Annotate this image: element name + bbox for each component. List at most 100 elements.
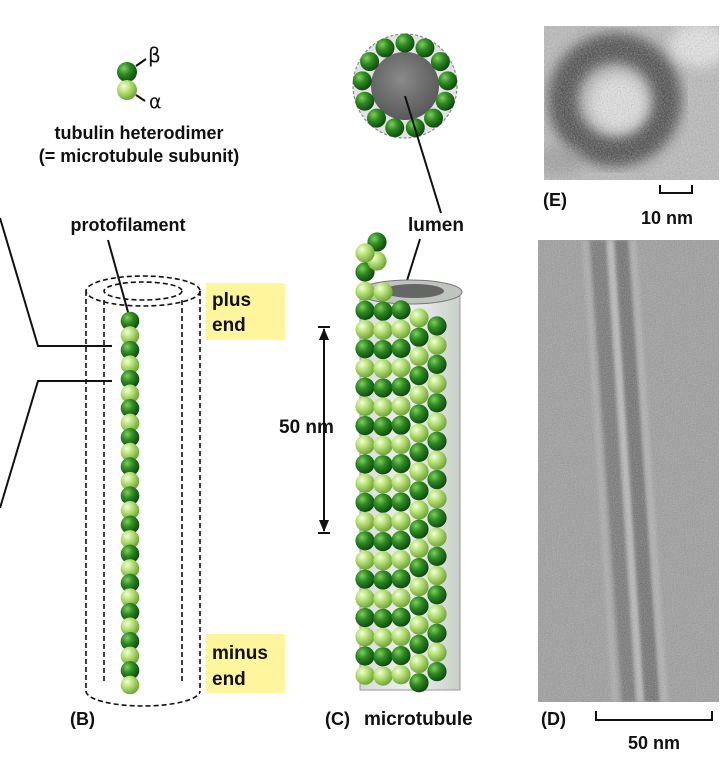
alpha-tubulin-subunit — [355, 243, 375, 263]
lattice-subunit-grid — [355, 232, 447, 693]
beta-tubulin-subunit — [373, 340, 393, 360]
alpha-tubulin-subunit — [373, 551, 393, 571]
beta-tubulin-subunit — [355, 454, 375, 474]
beta-tubulin-subunit — [355, 377, 375, 397]
cross-section-subunit — [435, 91, 455, 111]
dashed-cylinder-outline — [85, 275, 201, 707]
beta-tubulin-subunit — [409, 327, 429, 347]
lumen-disc — [371, 52, 439, 120]
beta-tubulin-subunit — [373, 416, 393, 436]
beta-tubulin-subunit — [120, 340, 140, 360]
beta-tubulin-subunit — [391, 646, 411, 666]
beta-tubulin-subunit — [373, 647, 393, 667]
protofilament-column — [120, 311, 140, 695]
beta-tubulin-subunit — [120, 399, 140, 418]
beta-tubulin-subunit — [373, 493, 393, 513]
alpha-tubulin-subunit — [373, 628, 393, 648]
minus-end-label-line1: minus — [212, 643, 268, 664]
cross-section-subunit — [375, 38, 395, 58]
cross-section-subunit — [438, 71, 458, 91]
alpha-tubulin-subunit — [409, 538, 429, 559]
beta-tubulin-subunit — [355, 531, 375, 551]
beta-tubulin-subunit — [409, 673, 429, 693]
panel-d-letter: (D) — [541, 709, 566, 729]
beta-tubulin-subunit — [391, 492, 411, 512]
microtubule-lattice — [355, 232, 463, 693]
beta-tubulin-subunit — [120, 602, 140, 622]
alpha-pointer-line — [135, 94, 146, 102]
cross-section-subunit — [355, 91, 375, 111]
cross-section-subunit — [385, 118, 405, 138]
beta-tubulin-subunit — [355, 300, 375, 320]
beta-tubulin-subunit — [409, 596, 429, 616]
alpha-tubulin-subunit — [409, 346, 429, 366]
alpha-tubulin-subunit — [120, 326, 140, 345]
alpha-tubulin-subunit — [355, 358, 375, 378]
minus-end-highlight — [206, 634, 285, 693]
alpha-tubulin-subunit — [391, 319, 411, 339]
panel-c-scale-label: 50 nm — [279, 417, 334, 438]
beta-tubulin-subunit — [409, 634, 429, 655]
beta-tubulin-subunit — [120, 369, 140, 389]
alpha-tubulin-subunit — [120, 646, 140, 666]
alpha-tubulin-subunit — [427, 412, 447, 432]
beta-tubulin-subunit — [373, 608, 393, 629]
beta-tubulin-subunit — [120, 661, 140, 680]
alpha-tubulin-subunit — [373, 436, 393, 456]
alpha-tubulin-subunit — [120, 442, 140, 462]
alpha-tubulin-subunit — [355, 588, 375, 609]
beta-tubulin-subunit — [120, 515, 140, 535]
beta-tubulin-subunit — [427, 508, 447, 528]
alpha-symbol: α — [149, 91, 162, 113]
alpha-tubulin-subunit — [373, 474, 393, 494]
alpha-tubulin-subunit — [409, 500, 429, 520]
leader-line-upper — [0, 217, 112, 347]
beta-tubulin-subunit — [373, 532, 393, 552]
leader-line-lower — [0, 380, 112, 509]
cross-section-subunit — [360, 52, 380, 72]
alpha-tubulin-subunit — [391, 588, 411, 608]
beta-tubulin-subunit — [373, 378, 393, 398]
panel-d-scale-label: 50 nm — [628, 733, 680, 753]
panel-d: (D) 50 nm — [538, 240, 719, 753]
alpha-tubulin-subunit — [120, 588, 140, 607]
alpha-tubulin-subunit — [409, 385, 429, 405]
alpha-tubulin-subunit — [120, 617, 140, 637]
beta-tubulin-subunit — [409, 519, 429, 539]
beta-tubulin-subunit — [355, 569, 375, 589]
beta-tubulin-subunit — [391, 607, 411, 627]
alpha-tubulin-subunit — [409, 462, 429, 482]
cross-section-subunit — [415, 38, 435, 58]
alpha-tubulin-subunit — [120, 675, 140, 695]
alpha-tubulin-subunit — [355, 550, 375, 570]
tubulin-heterodimer-legend: β α tubulin heterodimer (= microtubule s… — [39, 43, 240, 166]
alpha-tubulin-subunit — [355, 627, 375, 647]
alpha-tubulin-subunit — [409, 308, 429, 328]
beta-pointer-line — [135, 58, 147, 67]
cross-section-subunit — [430, 52, 450, 72]
alpha-tubulin-subunit — [373, 512, 393, 533]
alpha-tubulin-subunit — [427, 374, 447, 394]
alpha-tubulin-subunit — [355, 665, 375, 685]
alpha-tubulin-subunit — [427, 642, 447, 663]
beta-tubulin-subunit — [391, 454, 411, 474]
beta-tubulin-subunit — [120, 544, 140, 564]
alpha-tubulin-subunit — [120, 355, 140, 374]
alpha-tubulin-subunit — [355, 511, 375, 532]
panel-c-scale-marker — [318, 326, 330, 534]
beta-tubulin-subunit — [427, 316, 447, 336]
alpha-tubulin-subunit — [373, 320, 393, 340]
alpha-tubulin-subunit — [373, 282, 393, 302]
beta-tubulin-subunit — [355, 646, 375, 666]
beta-tubulin-subunit — [427, 585, 447, 605]
alpha-tubulin-subunit — [391, 550, 411, 570]
alpha-tubulin-subunit — [391, 626, 411, 647]
beta-tubulin-subunit — [391, 415, 411, 435]
beta-tubulin-subunit — [391, 377, 411, 397]
panel-e-scale-bar — [659, 185, 693, 194]
alpha-tubulin-subunit — [427, 566, 447, 586]
beta-tubulin-subunit — [409, 442, 429, 462]
alpha-tubulin-subunit — [120, 500, 140, 520]
alpha-tubulin-subunit — [373, 359, 393, 379]
